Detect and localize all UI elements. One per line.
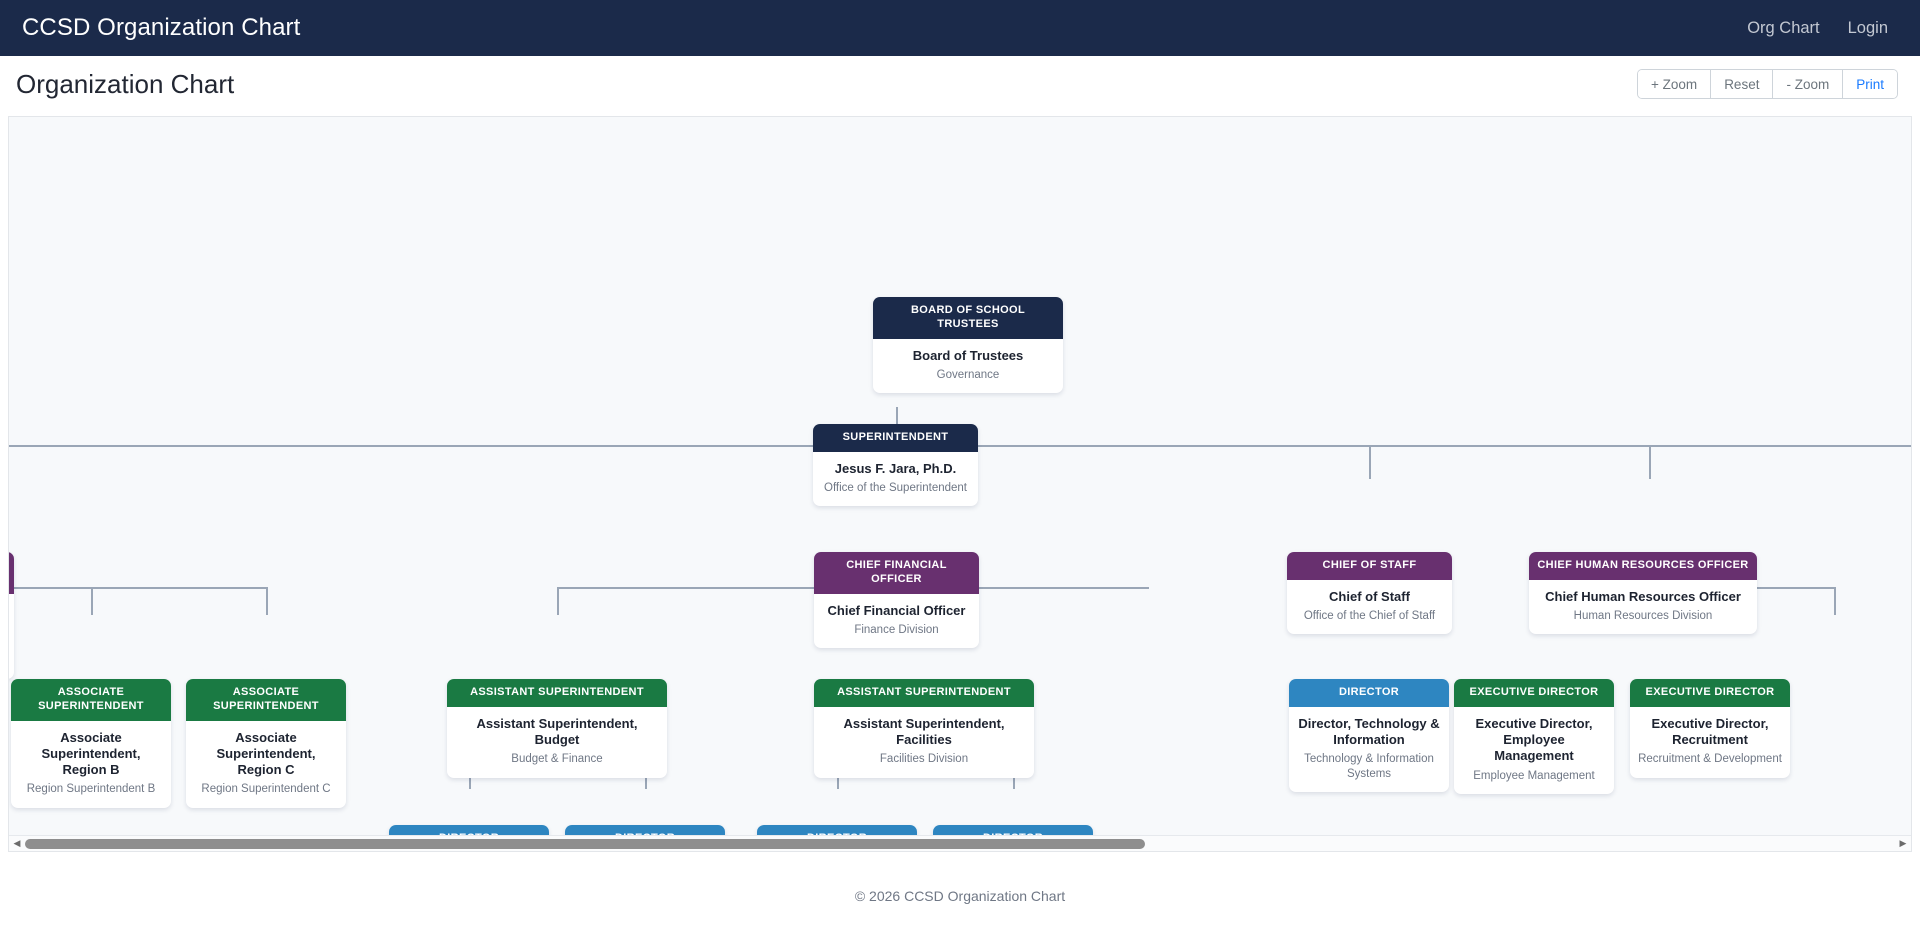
org-node-assistant-superintendent-budget[interactable]: ASSISTANT SUPERINTENDENT Assistant Super…	[447, 679, 667, 778]
zoom-in-button[interactable]: + Zoom	[1638, 70, 1712, 98]
org-node-title: Chief Financial Officer	[827, 602, 966, 618]
org-node-executive-director-employee-management[interactable]: EXECUTIVE DIRECTOR Executive Director, E…	[1454, 679, 1614, 794]
org-node-subtitle: Office of the Superintendent	[824, 482, 967, 494]
org-chart-viewport[interactable]: BOARD OF SCHOOL TRUSTEES Board of Truste…	[8, 116, 1912, 852]
org-node-title: Jesus F. Jara, Ph.D.	[834, 460, 957, 476]
org-node-badge: ASSOCIATE SUPERINTENDENT	[11, 679, 171, 721]
connector-associates-bus	[9, 587, 266, 589]
org-node-director-technology-information[interactable]: DIRECTOR Director, Technology & Informat…	[1289, 679, 1449, 792]
org-node-body: Chief Human Resources Officer Human Reso…	[1529, 580, 1757, 635]
page-header: Organization Chart + Zoom Reset - Zoom P…	[0, 56, 1920, 112]
connector-to-chro	[1649, 445, 1651, 479]
connector-to-asst-budget	[557, 587, 559, 615]
org-node-superintendent[interactable]: SUPERINTENDENT Jesus F. Jara, Ph.D. Offi…	[813, 424, 978, 507]
org-node-title: Chief Human Resources Officer	[1545, 588, 1741, 604]
reset-zoom-button[interactable]: Reset	[1711, 70, 1774, 98]
org-node-subtitle: Human Resources Division	[1573, 610, 1713, 622]
org-node-title: Board of Trustees	[912, 347, 1024, 363]
connector-to-cos	[1369, 445, 1371, 479]
org-node-subtitle: Governance	[936, 368, 1000, 381]
org-node-body: Assistant Superintendent, Facilities Fac…	[814, 707, 1034, 778]
org-node-subtitle: Region Superintendent C	[201, 783, 331, 796]
org-node-badge: SUPERINTENDENT	[813, 424, 978, 452]
org-node-badge: ASSOCIATE SUPERINTENDENT	[186, 679, 346, 721]
org-node-badge: BOARD OF SCHOOL TRUSTEES	[873, 297, 1063, 339]
org-node-subtitle: Technology & Information Systems	[1304, 753, 1434, 780]
connector-to-assoc-c	[266, 587, 268, 615]
nav-link-org-chart[interactable]: Org Chart	[1747, 18, 1820, 37]
org-node-title: Executive Director, Recruitment	[1651, 715, 1769, 747]
top-navbar: CCSD Organization Chart Org Chart Login	[0, 0, 1920, 56]
org-node-subtitle: Finance Division	[854, 623, 939, 636]
org-node-title: Associate Superintendent, Region C	[216, 729, 316, 778]
org-node-chief-of-staff[interactable]: CHIEF OF STAFF Chief of Staff Office of …	[1287, 552, 1452, 635]
org-node-body: Associate Superintendent, Region B Regio…	[11, 721, 171, 808]
scroll-right-arrow-icon[interactable]: ▶	[1899, 838, 1907, 848]
org-node-body: Assistant Superintendent, Budget Budget …	[447, 707, 667, 778]
org-node-body: Director, Technology & Information Techn…	[1289, 707, 1449, 792]
org-node-associate-superintendent-region-c[interactable]: ASSOCIATE SUPERINTENDENT Associate Super…	[186, 679, 346, 808]
navbar-brand[interactable]: CCSD Organization Chart	[22, 14, 301, 41]
org-node-title: Associate Superintendent, Region B	[41, 729, 141, 778]
zoom-out-button[interactable]: - Zoom	[1773, 70, 1844, 98]
horizontal-scrollbar[interactable]: ◀ ▶	[9, 835, 1911, 851]
connector-to-exec-rec	[1834, 587, 1836, 615]
org-node-body: Jesus F. Jara, Ph.D. Office of the Super…	[813, 452, 978, 507]
org-node-subtitle: Office of the Chief of Staff	[1303, 610, 1436, 622]
org-node-associate-superintendent-region-b[interactable]: ASSOCIATE SUPERINTENDENT Associate Super…	[11, 679, 171, 808]
org-node-subtitle: Region Superintendent B	[26, 783, 156, 796]
org-node-badge: CHIEF HUMAN RESOURCES OFFICER	[1529, 552, 1757, 580]
org-node-badge: EXECUTIVE DIRECTOR	[1630, 679, 1790, 707]
org-node-title: Chief of Staff	[1329, 588, 1410, 604]
org-node-subtitle: Budget & Finance	[511, 753, 603, 766]
org-node-assistant-superintendent-facilities[interactable]: ASSISTANT SUPERINTENDENT Assistant Super…	[814, 679, 1034, 778]
scrollbar-thumb[interactable]	[25, 838, 1145, 849]
chart-toolbar: + Zoom Reset - Zoom Print	[1637, 69, 1898, 99]
org-node-body: Chief Financial Officer Finance Division	[814, 594, 979, 649]
navbar-links: Org Chart Login	[1747, 19, 1898, 38]
org-node-deputy-superintendent[interactable]: DEPUTY SUPERINTENDENT Deputy Superintend…	[9, 552, 14, 679]
org-node-badge: DIRECTOR	[1289, 679, 1449, 707]
org-node-body: Deputy Superintendent, Ed.D. Deputy Supe…	[9, 594, 14, 679]
org-node-title: Assistant Superintendent, Facilities	[843, 715, 1005, 747]
org-node-body: Associate Superintendent, Region C Regio…	[186, 721, 346, 808]
org-node-body: Executive Director, Employee Management …	[1454, 707, 1614, 794]
org-node-chief-human-resources-officer[interactable]: CHIEF HUMAN RESOURCES OFFICER Chief Huma…	[1529, 552, 1757, 635]
org-node-badge: ASSISTANT SUPERINTENDENT	[447, 679, 667, 707]
org-node-executive-director-recruitment[interactable]: EXECUTIVE DIRECTOR Executive Director, R…	[1630, 679, 1790, 778]
page-title: Organization Chart	[16, 68, 235, 99]
org-node-body: Chief of Staff Office of the Chief of St…	[1287, 580, 1452, 635]
org-node-subtitle: Facilities Division	[879, 753, 969, 766]
org-node-badge: CHIEF OF STAFF	[1287, 552, 1452, 580]
org-chart-canvas: BOARD OF SCHOOL TRUSTEES Board of Truste…	[9, 117, 1911, 851]
org-node-subtitle: Recruitment & Development	[1638, 753, 1782, 766]
org-node-board[interactable]: BOARD OF SCHOOL TRUSTEES Board of Truste…	[873, 297, 1063, 394]
org-node-body: Executive Director, Recruitment Recruitm…	[1630, 707, 1790, 778]
org-node-title: Assistant Superintendent, Budget	[476, 715, 638, 747]
scrollbar-track[interactable]	[25, 836, 1895, 852]
org-node-chief-financial-officer[interactable]: CHIEF FINANCIAL OFFICER Chief Financial …	[814, 552, 979, 649]
nav-link-login[interactable]: Login	[1847, 18, 1888, 37]
org-node-title: Director, Technology & Information	[1298, 715, 1440, 747]
org-node-subtitle: Employee Management	[1473, 769, 1595, 782]
org-node-body: Board of Trustees Governance	[873, 339, 1063, 394]
org-node-badge: ASSISTANT SUPERINTENDENT	[814, 679, 1034, 707]
print-button[interactable]: Print	[1843, 70, 1897, 98]
org-node-badge: EXECUTIVE DIRECTOR	[1454, 679, 1614, 707]
scroll-left-arrow-icon[interactable]: ◀	[13, 838, 21, 848]
footer-copyright: © 2026 CCSD Organization Chart	[854, 888, 1066, 904]
org-node-title: Executive Director, Employee Management	[1475, 715, 1593, 764]
org-node-badge: DEPUTY SUPERINTENDENT	[9, 552, 14, 594]
page-footer: © 2026 CCSD Organization Chart	[0, 852, 1920, 940]
connector-to-assoc-b	[91, 587, 93, 615]
org-node-badge: CHIEF FINANCIAL OFFICER	[814, 552, 979, 594]
